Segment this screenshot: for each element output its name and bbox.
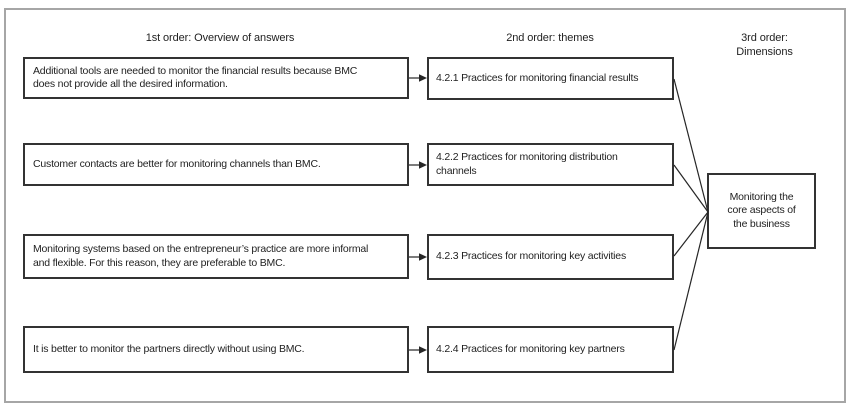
dimension-box: Monitoring the core aspects of the busin… (707, 173, 816, 249)
answer-box-3: Monitoring systems based on the entrepre… (23, 234, 409, 279)
outer-frame (4, 8, 846, 403)
answer-box-1: Additional tools are needed to monitor t… (23, 57, 409, 99)
header-first-order: 1st order: Overview of answers (145, 32, 295, 44)
theme-box-2: 4.2.2 Practices for monitoring distribut… (427, 143, 674, 186)
theme-box-3: 4.2.3 Practices for monitoring key activ… (427, 234, 674, 280)
theme-box-4: 4.2.4 Practices for monitoring key partn… (427, 326, 674, 373)
answer-box-2: Customer contacts are better for monitor… (23, 143, 409, 186)
header-second-order: 2nd order: themes (506, 32, 594, 44)
theme-box-1: 4.2.1 Practices for monitoring financial… (427, 57, 674, 100)
answer-box-4: It is better to monitor the partners dir… (23, 326, 409, 373)
header-third-order: 3rd order: Dimensions (736, 32, 793, 58)
